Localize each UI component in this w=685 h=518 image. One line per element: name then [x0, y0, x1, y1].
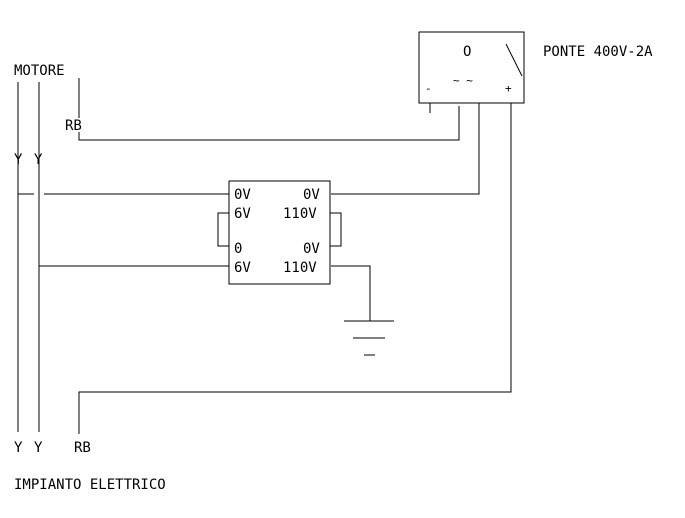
y-label-bottom-1: Y — [14, 440, 23, 456]
rb-top-label: RB — [65, 118, 82, 134]
tr-bot-right-1: 0V — [303, 241, 320, 257]
bridge-switch-label: O — [463, 44, 471, 60]
y-label-top-1: Y — [14, 152, 23, 168]
bridge-switch-icon — [505, 43, 523, 77]
bridge-plus: + — [505, 82, 512, 95]
tr-top-left-1: 0V — [234, 187, 251, 203]
tr-bot-right-2: 110V — [283, 260, 317, 276]
earth-ground-icon — [344, 320, 394, 356]
tr-bot-left-2: 6V — [234, 260, 251, 276]
y-label-bottom-2: Y — [34, 440, 43, 456]
ponte-label: PONTE 400V-2A — [543, 44, 653, 60]
impianto-label: IMPIANTO ELETTRICO — [14, 477, 166, 493]
rb-top-wire — [78, 106, 460, 141]
right-jumper — [330, 212, 342, 247]
tr-bot-left-1: 0 — [234, 241, 242, 257]
bridge-minus: - — [425, 82, 432, 95]
tr-top-left-2: 6V — [234, 206, 251, 222]
ground-wire — [331, 265, 371, 321]
transformer — [228, 180, 331, 285]
bridge-rectifier — [418, 31, 525, 104]
tr-top-right-1: 0V — [303, 187, 320, 203]
tr-top-right-2: 110V — [283, 206, 317, 222]
left-jumper — [217, 212, 229, 247]
motore-label: MOTORE — [14, 63, 65, 79]
bridge-plus-wire — [78, 103, 512, 434]
bridge-ac: ~ ~ — [453, 74, 473, 87]
bridge-ac-wire — [331, 103, 480, 195]
rb-bottom-label: RB — [74, 440, 91, 456]
y-label-top-2: Y — [34, 152, 43, 168]
